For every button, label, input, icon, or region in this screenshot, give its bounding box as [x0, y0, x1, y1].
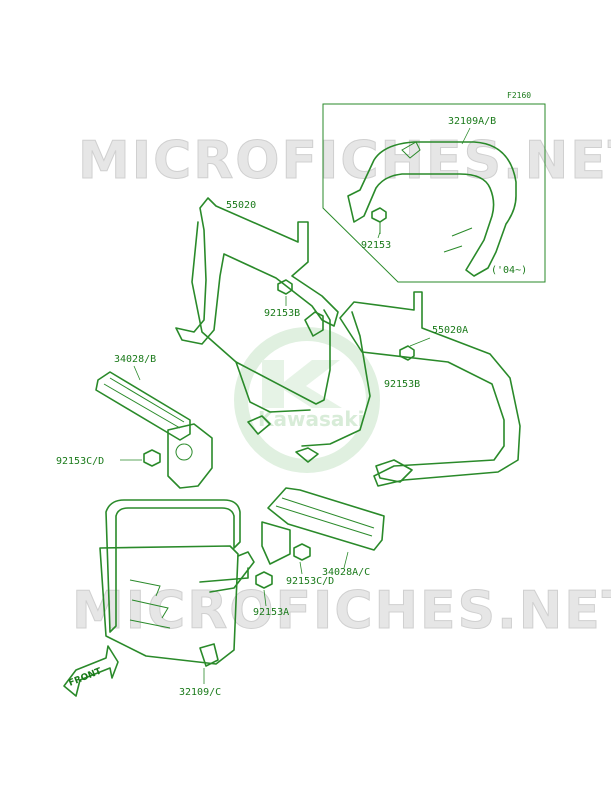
guard-32109c: 32109/C 92153A: [99, 499, 289, 698]
label-55020: 55020: [226, 200, 256, 211]
logo-text: Kawasaki: [258, 407, 365, 431]
label-34028b: 34028/B: [114, 354, 156, 365]
step-34028b: 34028/B 92153C/D: [56, 354, 213, 489]
kawasaki-logo-watermark: Kawasaki: [234, 327, 380, 473]
watermark-bottom: MICROFICHES.NET: [72, 581, 611, 641]
label-92153cd-left: 92153C/D: [56, 456, 104, 467]
label-32109c: 32109/C: [179, 687, 221, 698]
front-arrow-label: FRONT: [67, 666, 103, 688]
label-92153cd-right: 92153C/D: [286, 576, 334, 587]
year-note: ('04~): [491, 265, 527, 276]
inset-box: 32109A/B 92153 ('04~): [322, 103, 546, 283]
watermark-top: MICROFICHES.NET: [78, 131, 611, 191]
label-34028ac: 34028A/C: [322, 567, 370, 578]
label-55020a: 55020A: [432, 325, 468, 336]
label-92153b-right: 92153B: [384, 379, 420, 390]
label-32109ab: 32109A/B: [448, 116, 496, 127]
label-92153b-left: 92153B: [264, 308, 300, 319]
guard-55020: 55020 92153B: [175, 197, 339, 435]
step-34028ac: 34028A/C 92153C/D: [261, 487, 385, 587]
front-arrow-icon: FRONT: [63, 645, 119, 697]
label-92153a: 92153A: [253, 607, 289, 618]
label-92153-inset: 92153: [361, 240, 391, 251]
guard-55020a: 55020A 92153B: [295, 291, 521, 487]
diagram-code: F2160: [507, 91, 531, 100]
